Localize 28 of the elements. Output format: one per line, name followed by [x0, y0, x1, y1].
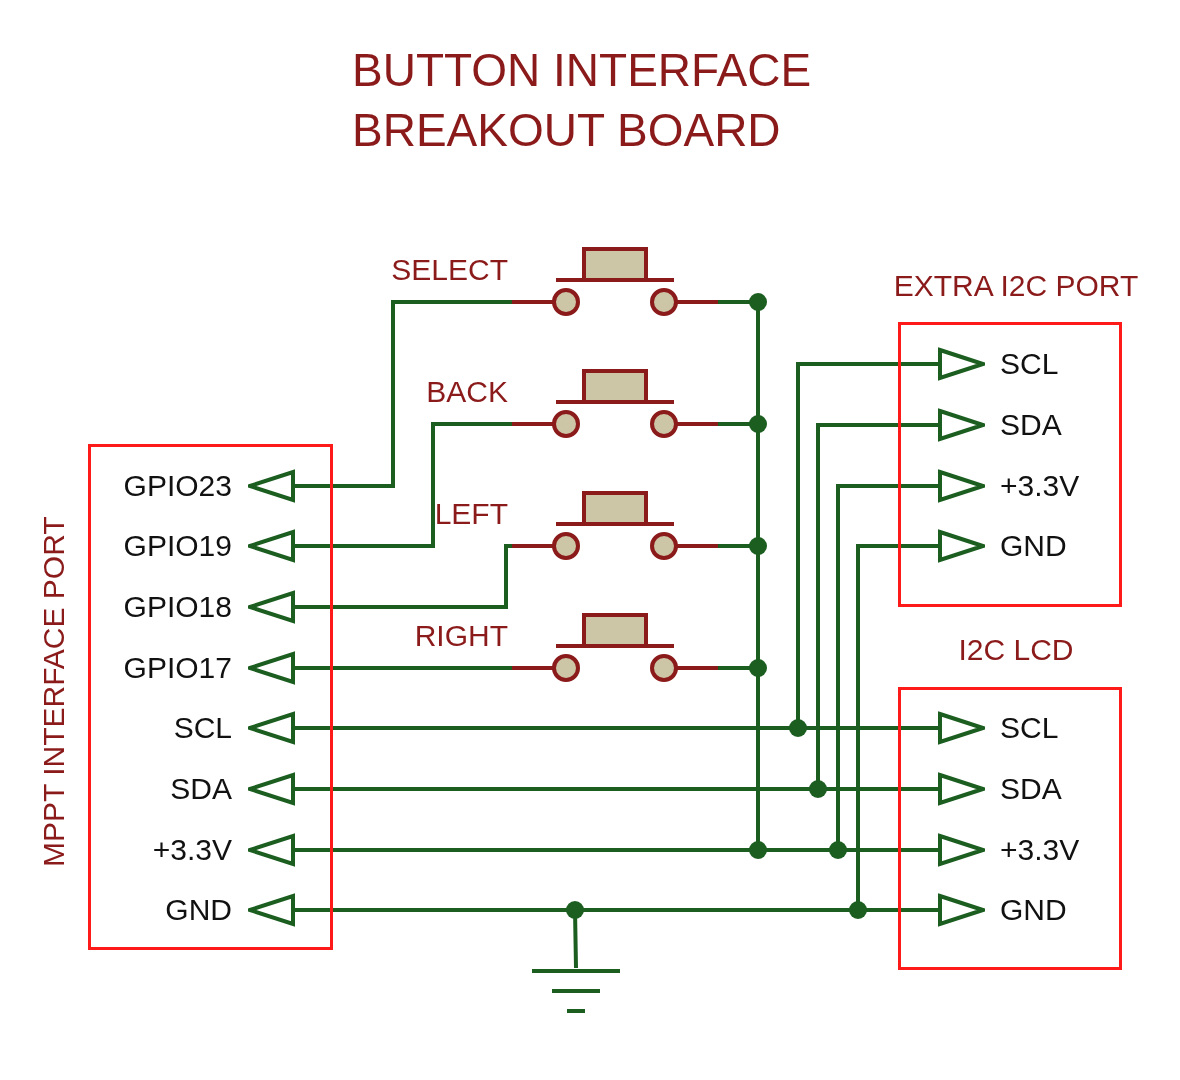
pin-name: GPIO23: [122, 468, 232, 504]
switch-label: LEFT: [433, 497, 508, 531]
pin-name: +3.3V: [1000, 468, 1081, 504]
pin-name: SDA: [1000, 771, 1063, 807]
port-title: EXTRA I2C PORT: [892, 268, 1140, 304]
pin-name: GND: [1000, 528, 1068, 564]
switch-label: RIGHT: [413, 619, 508, 653]
switch-label: BACK: [425, 375, 508, 409]
port-title: I2C LCD: [957, 632, 1075, 668]
pin-name: +3.3V: [1000, 832, 1081, 868]
port-title: MPPT INTERFACE PORT: [36, 515, 71, 870]
pin-name: GPIO19: [122, 528, 232, 564]
pin-name: SCL: [172, 710, 232, 746]
wire: [295, 544, 512, 609]
pin-name: GND: [164, 892, 232, 928]
pin-name: SCL: [1000, 710, 1060, 746]
diagram-title: BUTTON INTERFACE BREAKOUT BOARD: [352, 43, 813, 158]
pin-name: SDA: [1000, 407, 1063, 443]
pin-name: GND: [1000, 892, 1068, 928]
wire: [295, 422, 512, 548]
pin-name: SCL: [1000, 346, 1060, 382]
pin-name: +3.3V: [151, 832, 232, 868]
wire: [295, 666, 512, 670]
pin-name: GPIO18: [122, 589, 232, 625]
switch-label: SELECT: [390, 253, 508, 287]
wire: [295, 300, 512, 488]
pin-name: SDA: [169, 771, 232, 807]
pin-name: GPIO17: [122, 650, 232, 686]
